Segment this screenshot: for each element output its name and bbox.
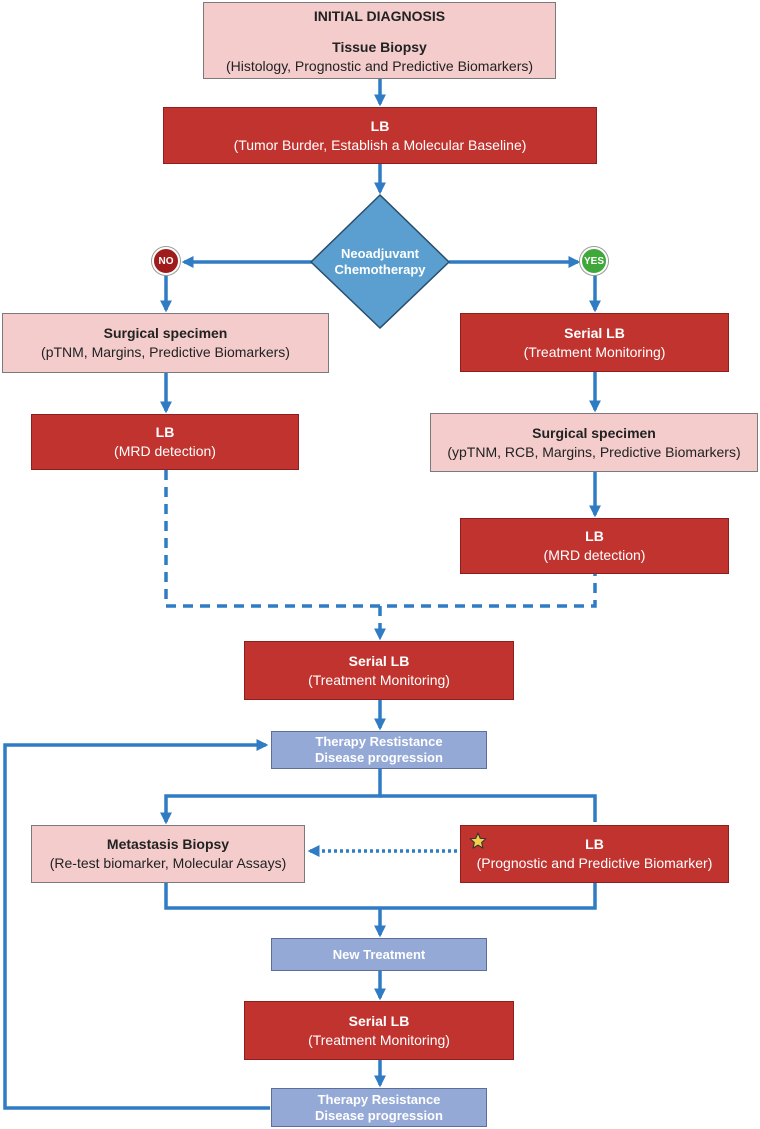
lb-prognostic-box: LB (Prognostic and Predictive Biomarker) <box>460 825 729 883</box>
left-lb-mrd-title: LB <box>155 424 175 441</box>
left-surgical-box: Surgical specimen (pTNM, Margins, Predic… <box>2 313 329 373</box>
initial-title: Tissue Biopsy <box>332 38 427 55</box>
right-lb-mrd-title: LB <box>585 528 604 545</box>
lb-baseline-subtitle: (Tumor Burder, Establish a Molecular Bas… <box>233 136 527 153</box>
right-surgical-subtitle: (ypTNM, RCB, Margins, Predictive Biomark… <box>447 443 741 460</box>
initial-subtitle: (Histology, Prognostic and Predictive Bi… <box>225 57 534 74</box>
decision-line1: Neoadjuvant <box>340 245 419 261</box>
right-serial-title: Serial LB <box>564 324 625 341</box>
arrow-feedback-loop <box>3 739 270 1110</box>
resistance-2-line2: Disease progression <box>315 1107 443 1123</box>
left-lb-mrd-box: LB (MRD detection) <box>31 414 299 470</box>
resistance-1-line1: Therapy Restistance <box>315 734 443 750</box>
decision-diamond <box>309 193 451 330</box>
decision-label: Neoadjuvant Chemotherapy <box>313 240 447 284</box>
right-serial-lb-box: Serial LB (Treatment Monitoring) <box>460 313 729 372</box>
serial-lb-box-1: Serial LB (Treatment Monitoring) <box>244 641 514 700</box>
arrow-merge-line <box>164 883 597 910</box>
lb-baseline-box: LB (Tumor Burder, Establish a Molecular … <box>163 107 597 164</box>
new-treatment-box: New Treatment <box>271 938 487 971</box>
decision-line2: Chemotherapy <box>334 262 426 277</box>
initial-heading: INITIAL DIAGNOSIS <box>313 8 446 24</box>
left-lb-mrd-subtitle: (MRD detection) <box>114 443 216 459</box>
metastasis-title: Metastasis Biopsy <box>106 836 230 853</box>
dashed-merge-line <box>164 470 597 608</box>
arrow-split-right <box>380 794 597 822</box>
resistance-2-line1: Therapy Resistance <box>317 1091 441 1107</box>
metastasis-biopsy-box: Metastasis Biopsy (Re-test biomarker, Mo… <box>31 825 305 883</box>
lb-baseline-title: LB <box>370 117 390 134</box>
therapy-resistance-box-2: Therapy Resistance Disease progression <box>271 1088 487 1127</box>
initial-diagnosis-box: INITIAL DIAGNOSIS Tissue Biopsy (Histolo… <box>203 2 556 79</box>
left-surgical-subtitle: (pTNM, Margins, Predictive Biomarkers) <box>41 344 290 360</box>
lb-prognostic-title: LB <box>585 836 604 853</box>
therapy-resistance-box-1: Therapy Restistance Disease progression <box>271 731 487 769</box>
star-icon <box>469 832 487 849</box>
serial-lb-2-title: Serial LB <box>348 1012 410 1029</box>
metastasis-subtitle: (Re-test biomarker, Molecular Assays) <box>49 855 287 871</box>
arrow-split-left <box>160 769 382 825</box>
right-serial-subtitle: (Treatment Monitoring) <box>523 343 666 360</box>
right-lb-mrd-box: LB (MRD detection) <box>460 518 729 574</box>
no-badge: NO <box>152 247 180 275</box>
left-surgical-title: Surgical specimen <box>103 325 228 342</box>
right-surgical-box: Surgical specimen (ypTNM, RCB, Margins, … <box>430 413 758 472</box>
serial-lb-2-subtitle: (Treatment Monitoring) <box>308 1031 450 1048</box>
lb-prognostic-subtitle: (Prognostic and Predictive Biomarker) <box>476 855 713 871</box>
resistance-1-line2: Disease progression <box>315 750 443 765</box>
no-label: NO <box>158 255 174 267</box>
serial-lb-1-title: Serial LB <box>348 652 410 669</box>
serial-lb-1-subtitle: (Treatment Monitoring) <box>308 671 450 688</box>
yes-label: YES <box>583 255 604 267</box>
serial-lb-box-2: Serial LB (Treatment Monitoring) <box>244 1001 514 1060</box>
new-treatment-label: New Treatment <box>332 946 426 962</box>
yes-badge: YES <box>580 247 608 275</box>
right-surgical-title: Surgical specimen <box>532 424 656 441</box>
right-lb-mrd-subtitle: (MRD detection) <box>543 547 646 563</box>
